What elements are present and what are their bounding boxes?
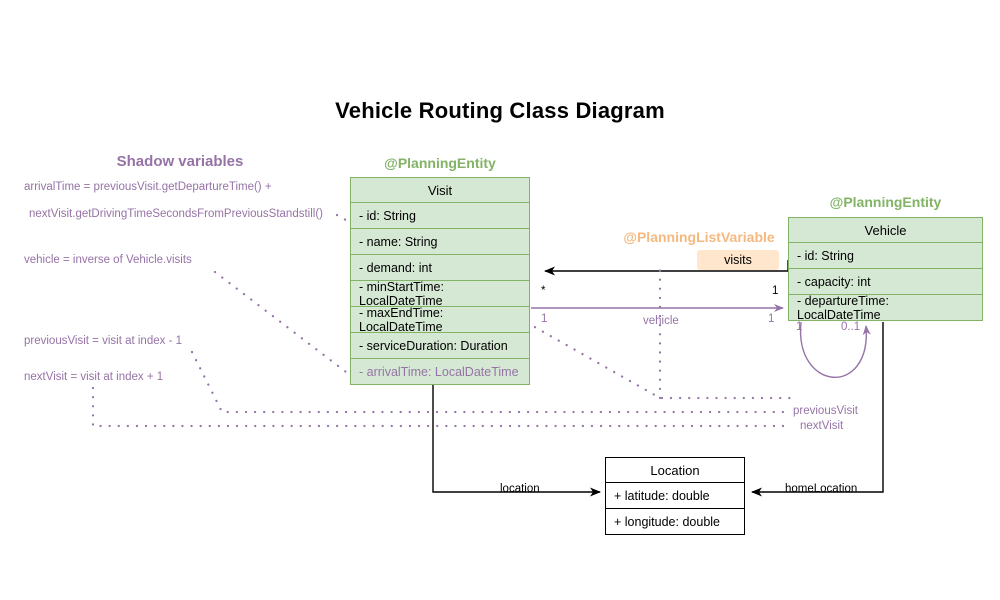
- vehicle-class-name: Vehicle: [788, 217, 983, 243]
- shadow-variables-title: Shadow variables: [116, 153, 244, 170]
- visit-attr-serviceduration: - serviceDuration: Duration: [350, 333, 530, 359]
- vehicle-stereotype: @PlanningEntity: [829, 194, 942, 210]
- label-visits-multiplicity-one: 1: [772, 285, 779, 297]
- location-attr-longitude: + longitude: double: [605, 509, 745, 535]
- label-selfloop-mult-left: 1: [796, 321, 803, 333]
- label-nextvisit: nextVisit: [800, 420, 844, 432]
- location-attr-latitude: + latitude: double: [605, 483, 745, 509]
- visit-class-name: Visit: [350, 177, 530, 203]
- page-title: Vehicle Routing Class Diagram: [335, 98, 665, 123]
- label-vehicle-mult-src: 1: [541, 313, 548, 325]
- vehicle-attr-id: - id: String: [788, 243, 983, 269]
- shadow-note-arrivaltime-2: nextVisit.getDrivingTimeSecondsFromPrevi…: [29, 208, 323, 220]
- location-class-name: Location: [605, 457, 745, 483]
- vehicle-attr-capacity: - capacity: int: [788, 269, 983, 295]
- visit-attr-demand: - demand: int: [350, 255, 530, 281]
- label-vehicle-mult-dst: 1: [768, 313, 775, 325]
- edge-location: [432, 381, 601, 497]
- label-previousvisit: previousVisit: [793, 405, 858, 417]
- label-vehicle-role: vehicle: [643, 315, 679, 327]
- class-location[interactable]: Location + latitude: double + longitude:…: [605, 457, 745, 535]
- visit-attr-minstarttime: - minStartTime: LocalDateTime: [350, 280, 530, 308]
- visit-attr-arrivaltime: - arrivalTime: LocalDateTime: [350, 359, 530, 385]
- class-vehicle[interactable]: Vehicle - id: String - capacity: int - d…: [788, 217, 983, 322]
- label-selfloop-mult-right: 0..1: [841, 321, 861, 333]
- shadow-note-previousvisit: previousVisit = visit at index - 1: [24, 335, 182, 347]
- shadow-note-nextvisit: nextVisit = visit at index + 1: [24, 371, 164, 383]
- dotted-nextvisit: [91, 386, 792, 428]
- shadow-note-vehicle: vehicle = inverse of Vehicle.visits: [24, 254, 192, 266]
- visit-stereotype: @PlanningEntity: [384, 155, 496, 171]
- label-location: location: [500, 483, 540, 495]
- visit-attr-id: - id: String: [350, 203, 530, 229]
- label-homelocation: homeLocation: [785, 483, 858, 495]
- visit-attr-name: - name: String: [350, 229, 530, 255]
- visit-attr-maxendtime: - maxEndTime: LocalDateTime: [350, 306, 530, 334]
- planninglistvariable-stereotype: @PlanningListVariable: [623, 229, 775, 245]
- visits-badge: visits: [697, 250, 779, 270]
- shadow-note-arrivaltime-1: arrivalTime = previousVisit.getDeparture…: [24, 181, 272, 193]
- vehicle-attr-departuretime: - departureTime: LocalDateTime: [788, 294, 983, 322]
- label-visits-multiplicity-many: *: [541, 285, 546, 297]
- class-visit[interactable]: Visit - id: String - name: String - dema…: [350, 177, 530, 385]
- dotted-vehicle: [213, 270, 352, 377]
